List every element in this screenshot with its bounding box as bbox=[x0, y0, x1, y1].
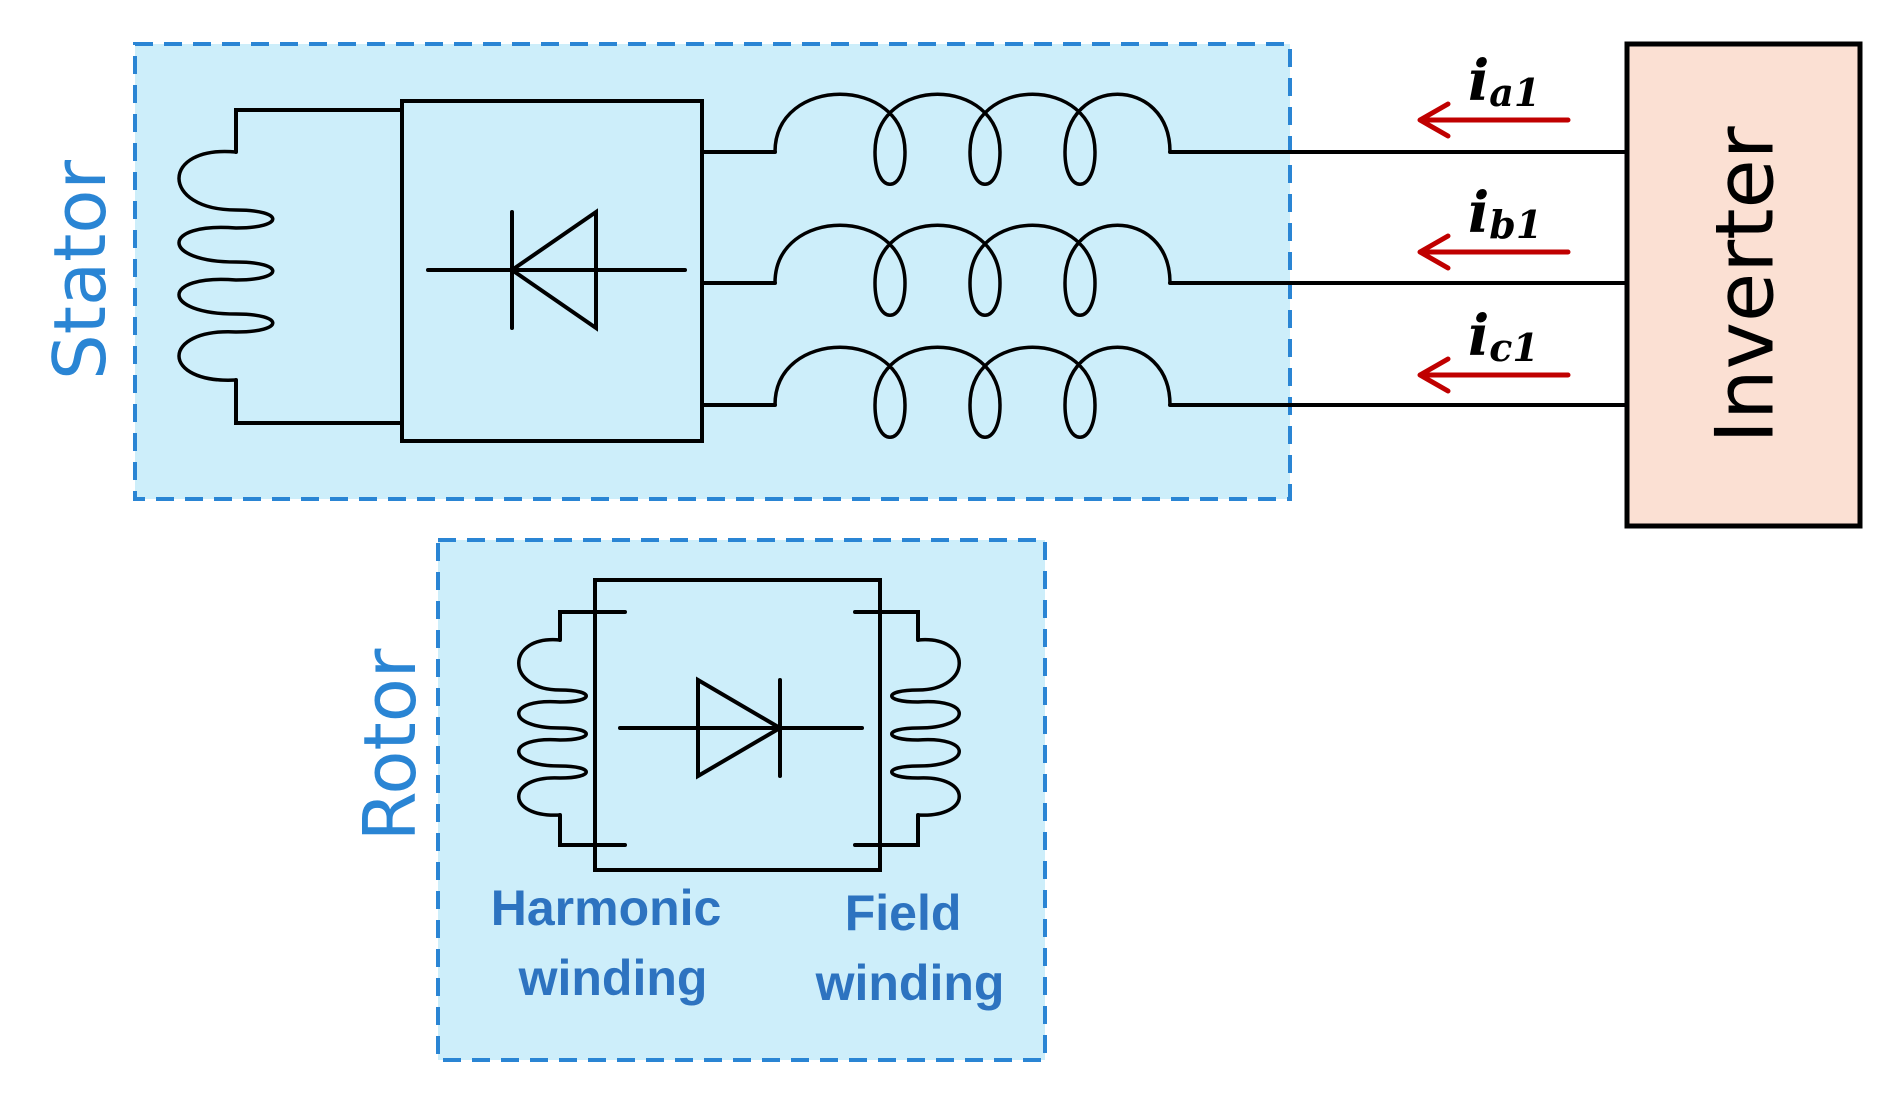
arrow-ic1 bbox=[1417, 356, 1571, 394]
rotor-diode-triangle bbox=[696, 676, 784, 780]
harmonic-winding-label: Harmonic winding bbox=[491, 880, 736, 1006]
field-winding-coil bbox=[890, 638, 961, 817]
rotor-field-wire bbox=[853, 610, 920, 847]
rotor-harmonic-wire bbox=[558, 610, 627, 847]
phase-b-winding bbox=[700, 223, 1629, 317]
stator-excitation-coil bbox=[177, 149, 275, 382]
inverter-label: Inverter bbox=[1699, 126, 1792, 443]
current-label-c1: ic1 bbox=[1468, 303, 1539, 370]
stator-excitation-wire bbox=[234, 108, 404, 425]
rotor-rectifier-box bbox=[593, 578, 882, 872]
phase-c-winding bbox=[700, 345, 1629, 439]
inverter-box bbox=[1624, 41, 1863, 529]
arrow-ia1 bbox=[1417, 101, 1571, 139]
phase-a-winding bbox=[700, 92, 1629, 186]
stator-label: Stator bbox=[38, 160, 122, 380]
current-label-b1: ib1 bbox=[1468, 180, 1542, 247]
current-label-a1: ia1 bbox=[1468, 48, 1540, 115]
rotor-region bbox=[436, 538, 1047, 1062]
arrow-ib1 bbox=[1417, 233, 1571, 271]
stator-rectifier-box bbox=[400, 99, 704, 443]
field-winding-label: Field winding bbox=[815, 885, 1005, 1011]
stator-region bbox=[133, 42, 1292, 501]
stator-diode-triangle bbox=[508, 208, 598, 332]
rotor-label: Rotor bbox=[348, 648, 432, 841]
harmonic-winding-coil bbox=[517, 638, 588, 817]
